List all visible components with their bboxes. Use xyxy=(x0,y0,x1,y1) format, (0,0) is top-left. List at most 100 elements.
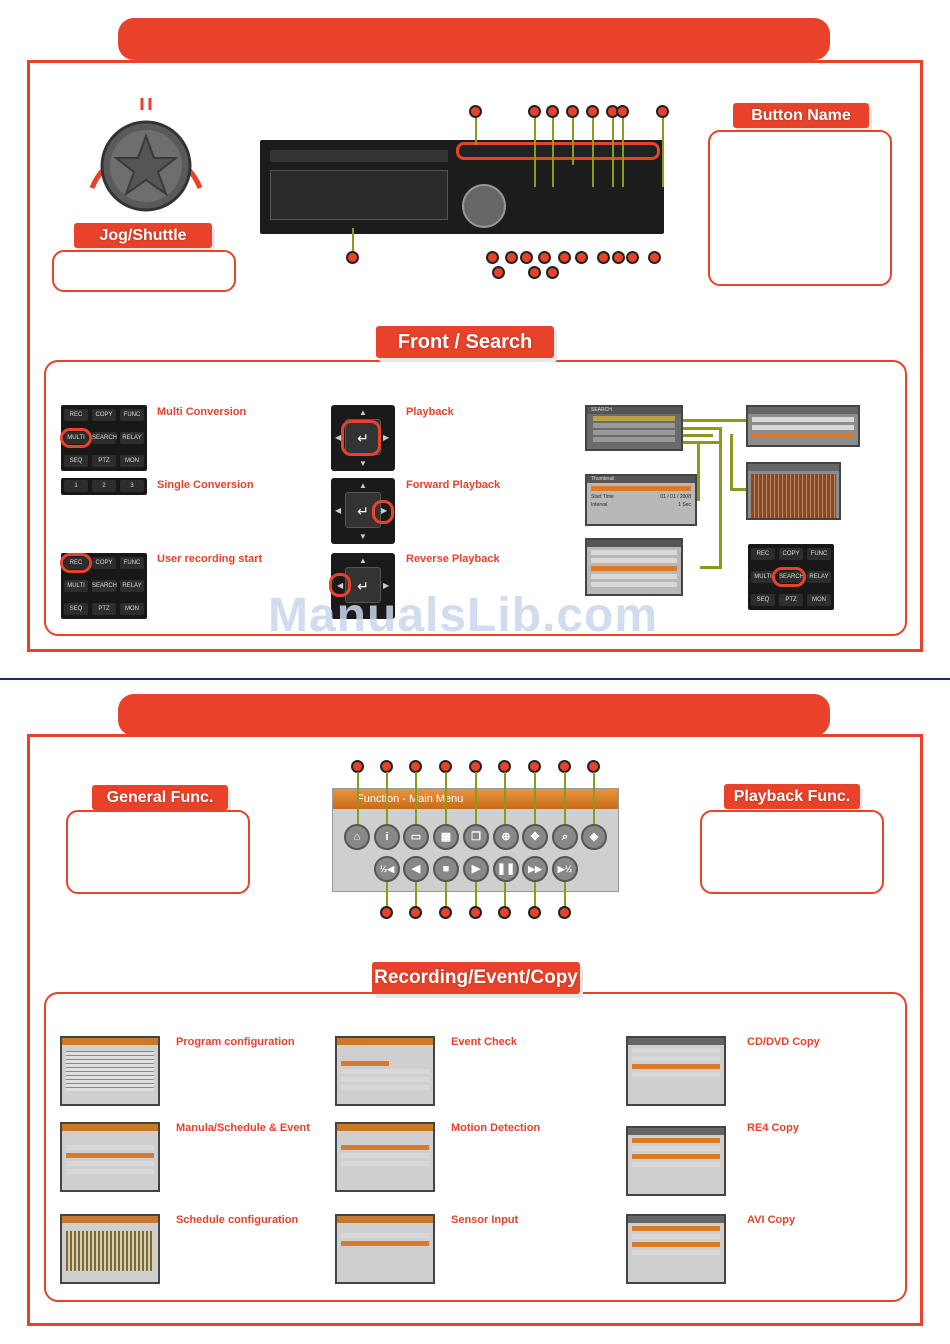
label-schedule-configuration: Schedule configuration xyxy=(176,1214,299,1226)
label-reverse-playback: Reverse Playback xyxy=(406,553,500,565)
screen-row xyxy=(341,1153,429,1158)
number-key-strip[interactable] xyxy=(456,142,660,160)
screen-row xyxy=(591,582,677,587)
info-icon[interactable]: i xyxy=(374,824,400,850)
jog-shuttle-tab: Jog/Shuttle xyxy=(74,223,212,248)
callout-line xyxy=(357,772,359,824)
key-seq[interactable]: SEQ xyxy=(64,455,88,467)
jog-shuttle-icon xyxy=(89,98,203,212)
key-func[interactable]: FUNC xyxy=(120,557,144,569)
display-icon[interactable]: ▭ xyxy=(403,824,429,850)
settings-icon[interactable]: ◈ xyxy=(581,824,607,850)
callout-line xyxy=(386,772,388,824)
key-seq[interactable]: SEQ xyxy=(751,594,775,606)
slow-reverse-icon[interactable]: ½◀ xyxy=(374,856,400,882)
label-cd-dvd-copy: CD/DVD Copy xyxy=(747,1036,820,1048)
key-mon[interactable]: MON xyxy=(120,455,144,467)
callout-dot xyxy=(558,906,571,919)
grid-icon[interactable]: ▦ xyxy=(433,824,459,850)
copy-icon[interactable]: ❐ xyxy=(463,824,489,850)
key-mon[interactable]: MON xyxy=(807,594,831,606)
menu-row[interactable] xyxy=(593,416,675,421)
left-arrow-icon[interactable]: ◀ xyxy=(337,581,344,590)
key-func[interactable]: FUNC xyxy=(120,409,144,421)
search-menu-title: SEARCH xyxy=(587,407,681,414)
right-arrow-icon[interactable]: ▶ xyxy=(381,506,388,515)
left-arrow-icon: ◀ xyxy=(335,433,342,442)
highlight-reverse xyxy=(329,573,351,597)
screen-title-bar xyxy=(748,407,858,414)
key-copy[interactable]: COPY xyxy=(92,557,116,569)
callout-dot xyxy=(380,906,393,919)
pause-icon[interactable]: ❚❚ xyxy=(493,856,519,882)
top-banner xyxy=(118,18,830,60)
key-copy[interactable]: COPY xyxy=(92,409,116,421)
callout-line xyxy=(352,228,354,256)
screen-row xyxy=(591,566,677,571)
screen-row xyxy=(341,1233,429,1238)
screen-row xyxy=(752,425,854,430)
highlight-search xyxy=(772,567,806,587)
menu-row[interactable] xyxy=(593,423,675,428)
screen-row xyxy=(632,1146,720,1151)
screen-row xyxy=(341,1069,429,1074)
key-3[interactable]: 3 xyxy=(120,480,144,492)
key-2[interactable]: 2 xyxy=(92,480,116,492)
key-multi[interactable]: MULTI xyxy=(64,580,88,592)
callout-dot xyxy=(469,906,482,919)
screen-title-bar xyxy=(62,1216,158,1223)
key-seq[interactable]: SEQ xyxy=(64,603,88,615)
stop-icon[interactable]: ■ xyxy=(433,856,459,882)
connector-line xyxy=(700,566,722,569)
key-relay[interactable]: RELAY xyxy=(120,432,144,444)
general-func-box xyxy=(66,810,250,894)
key-rec[interactable]: REC xyxy=(751,548,775,560)
right-arrow-icon: ▶ xyxy=(383,581,390,590)
reverse-icon[interactable]: ◀ xyxy=(403,856,429,882)
key-search[interactable]: SEARCH xyxy=(92,580,117,592)
key-copy[interactable]: COPY xyxy=(779,548,803,560)
key-search[interactable]: SEARCH xyxy=(92,432,117,444)
key-relay[interactable]: RELAY xyxy=(120,580,144,592)
sensor-input-screen xyxy=(335,1214,435,1284)
enter-icon[interactable]: ↵ xyxy=(345,567,381,603)
key-1[interactable]: 1 xyxy=(64,480,88,492)
play-icon[interactable]: ▶ xyxy=(463,856,489,882)
screen-title-bar xyxy=(587,540,681,547)
key-func[interactable]: FUNC xyxy=(807,548,831,560)
callout-dot xyxy=(520,251,533,264)
key-rec[interactable]: REC xyxy=(64,409,88,421)
callout-dot xyxy=(528,266,541,279)
zoom-icon[interactable]: ⊕ xyxy=(493,824,519,850)
callout-dot xyxy=(469,105,482,118)
key-mon[interactable]: MON xyxy=(120,603,144,615)
callout-dot xyxy=(528,105,541,118)
search-icon[interactable]: ⌕ xyxy=(552,824,578,850)
slow-forward-icon[interactable]: ▶½ xyxy=(552,856,578,882)
key-ptz[interactable]: PTZ xyxy=(92,455,116,467)
down-arrow-icon: ▼ xyxy=(359,459,367,468)
move-icon[interactable]: ✥ xyxy=(522,824,548,850)
screen-table xyxy=(66,1231,154,1271)
program-config-screen xyxy=(60,1036,160,1106)
key-ptz[interactable]: PTZ xyxy=(92,603,116,615)
key-ptz[interactable]: PTZ xyxy=(779,594,803,606)
jog-knob[interactable] xyxy=(462,184,506,228)
key-multi[interactable]: MULTI xyxy=(751,571,775,583)
menu-row[interactable] xyxy=(593,437,675,442)
thumbnail-title: Thumbnail xyxy=(587,476,695,483)
key-relay[interactable]: RELAY xyxy=(807,571,831,583)
callout-dot xyxy=(346,251,359,264)
home-icon[interactable]: ⌂ xyxy=(344,824,370,850)
recording-event-copy-tab: Recording/Event/Copy xyxy=(372,962,580,994)
fast-forward-icon[interactable]: ▶▶ xyxy=(522,856,548,882)
menu-row[interactable] xyxy=(593,430,675,435)
label-user-recording-start: User recording start xyxy=(157,553,263,565)
callout-line xyxy=(475,115,477,145)
label-re4-copy: RE4 Copy xyxy=(747,1122,799,1134)
recording-event-copy-panel xyxy=(44,992,907,1302)
screen-row xyxy=(66,1169,154,1174)
screen-row xyxy=(66,1161,154,1166)
